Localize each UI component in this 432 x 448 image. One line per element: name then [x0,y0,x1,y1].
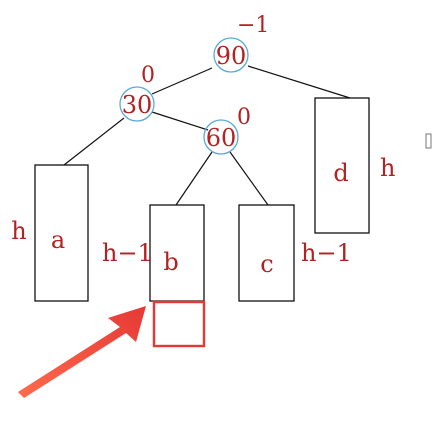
subtree-c-box [238,204,295,302]
subtree-c-label: c [260,250,273,278]
node-30-key: 30 [122,91,153,119]
edge-90-d [247,65,351,99]
subtree-a-height: h [11,217,26,245]
node-90-circle [213,37,249,73]
node-30-balance: 0 [141,63,155,88]
inserted-node-highlight [152,300,206,348]
node-30-circle [119,86,155,122]
node-90-balance: −1 [237,13,269,38]
edge-60-c [229,151,269,206]
node-60-key: 60 [206,124,237,152]
edge-mark [425,133,432,149]
edge-30-60 [151,111,209,131]
node-60-balance: 0 [237,105,251,130]
subtree-b-height: h−1 [102,239,153,267]
subtree-a-box [34,164,89,302]
subtree-c-height: h−1 [301,239,352,267]
edge-60-b [175,151,213,206]
subtree-d-box [314,97,370,234]
subtree-a-label: a [51,226,65,254]
edge-90-30 [151,67,213,95]
subtree-d-height: h [380,154,395,182]
pointer-arrow-icon [18,306,146,398]
subtree-b-label: b [163,248,178,276]
node-90-key: 90 [216,42,247,70]
edge-30-a [63,117,125,166]
subtree-d-label: d [333,159,348,187]
tree-edges [63,65,351,206]
node-60-circle [203,119,239,155]
